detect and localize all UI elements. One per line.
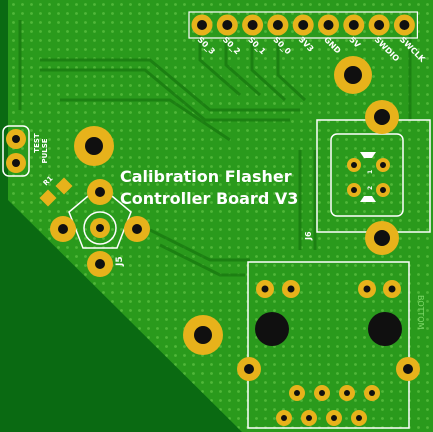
header-pad-hole-3 <box>272 20 283 30</box>
mount-hole-top-right <box>334 56 372 94</box>
header-pad-hole-4 <box>298 20 309 30</box>
connector-j5 <box>50 179 150 277</box>
j6-label: J6 <box>304 231 313 241</box>
header-pad-hole-6 <box>348 20 359 30</box>
via-field <box>8 0 433 432</box>
pulse-label: PULSE <box>41 138 49 163</box>
connector-bottom <box>237 261 420 429</box>
j6-pin2-label: 2 <box>367 186 374 190</box>
header-pad-hole-8 <box>399 20 410 30</box>
bottom-label: BOTTOM <box>416 295 425 330</box>
board-title-line2: Controller Board V3 <box>120 189 298 208</box>
j6-pin1-label: 1 <box>367 170 374 174</box>
traces <box>18 20 412 277</box>
test-label: TEST <box>33 133 41 153</box>
test-pulse-header <box>2 125 30 177</box>
connector-j6 <box>316 100 431 255</box>
pin-header-top <box>188 11 418 39</box>
board-title-line1: Calibration Flasher <box>120 167 292 186</box>
header-pad-hole-5 <box>323 20 334 30</box>
header-pad-hole-7 <box>374 20 385 30</box>
header-pad-hole-1 <box>222 20 233 30</box>
header-pad-hole-2 <box>247 20 258 30</box>
j5-label: J5 <box>115 256 125 267</box>
mount-hole-bottom-left <box>183 315 223 355</box>
mount-hole-top-left <box>74 126 114 166</box>
header-pad-hole-0 <box>197 20 207 30</box>
pin-header-outline <box>188 11 418 39</box>
